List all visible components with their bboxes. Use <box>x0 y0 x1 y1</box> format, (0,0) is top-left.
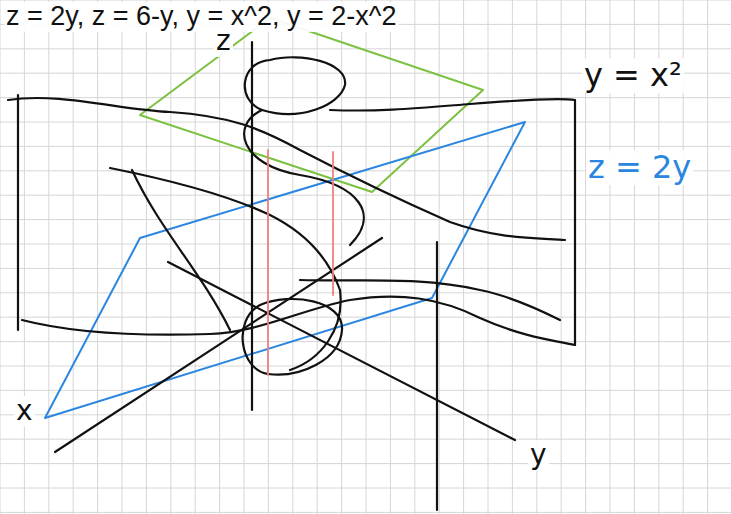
grid-line <box>97 0 98 514</box>
intersection-loop <box>245 57 345 114</box>
grid-line <box>0 317 731 318</box>
grid-line <box>0 512 731 513</box>
cylinder-curve <box>300 280 560 320</box>
grid-line <box>0 0 1 514</box>
plane-bottom <box>45 122 525 418</box>
grid-line <box>48 0 49 514</box>
cylinder-edge <box>132 170 230 330</box>
grid-line <box>292 0 293 514</box>
cylinder-edge <box>574 100 576 345</box>
projection-line <box>332 152 334 295</box>
grid-line <box>341 0 342 514</box>
grid-line <box>122 0 123 514</box>
grid-line <box>390 0 391 514</box>
grid-line <box>0 122 731 123</box>
grid-line <box>0 341 731 342</box>
cylinder-curve <box>22 297 575 345</box>
z-axis <box>251 42 253 410</box>
cylinder-curve <box>330 99 575 110</box>
axis-label: z <box>214 26 233 57</box>
grid-line <box>488 0 489 514</box>
grid-line <box>0 146 731 147</box>
y-axis <box>168 262 515 440</box>
grid-line <box>439 0 440 514</box>
grid-line <box>146 0 147 514</box>
grid-line <box>170 0 171 514</box>
surface-label: y = x² <box>582 58 684 93</box>
equation-heading: z = 2y, z = 6-y, y = x^2, y = 2-x^2 <box>4 2 399 32</box>
plane-top <box>140 18 483 192</box>
grid-line <box>0 97 731 98</box>
grid-line <box>219 0 220 514</box>
grid-line <box>0 292 731 293</box>
intersection-loop <box>243 299 342 375</box>
grid-line <box>0 439 731 440</box>
grid-line <box>561 0 562 514</box>
grid-line <box>0 48 731 49</box>
grid-line <box>366 0 367 514</box>
grid-line <box>0 366 731 367</box>
grid-line <box>512 0 513 514</box>
grid-line <box>0 195 731 196</box>
s-curve <box>244 110 364 245</box>
axis-label: x <box>14 396 35 427</box>
grid-line <box>24 0 25 514</box>
axis-label: y <box>528 440 549 471</box>
cylinder-edge <box>436 242 438 510</box>
grid-line <box>0 268 731 269</box>
cylinder-curve <box>8 98 565 240</box>
grid-line <box>536 0 537 514</box>
grid-line <box>0 244 731 245</box>
grid-line <box>0 463 731 464</box>
surface-label: z = 2y <box>586 150 693 185</box>
grid-line <box>0 390 731 391</box>
grid-line <box>0 488 731 489</box>
grid-line <box>268 0 269 514</box>
grid-line <box>0 0 731 1</box>
grid-line <box>244 0 245 514</box>
cylinder-curve <box>110 168 341 370</box>
grid-line <box>0 219 731 220</box>
grid-line <box>73 0 74 514</box>
grid-line <box>414 0 415 514</box>
grid-line <box>317 0 318 514</box>
cylinder-edge <box>17 95 19 330</box>
projection-line <box>267 150 269 375</box>
grid-line <box>463 0 464 514</box>
grid-line <box>195 0 196 514</box>
grid-line <box>707 0 708 514</box>
